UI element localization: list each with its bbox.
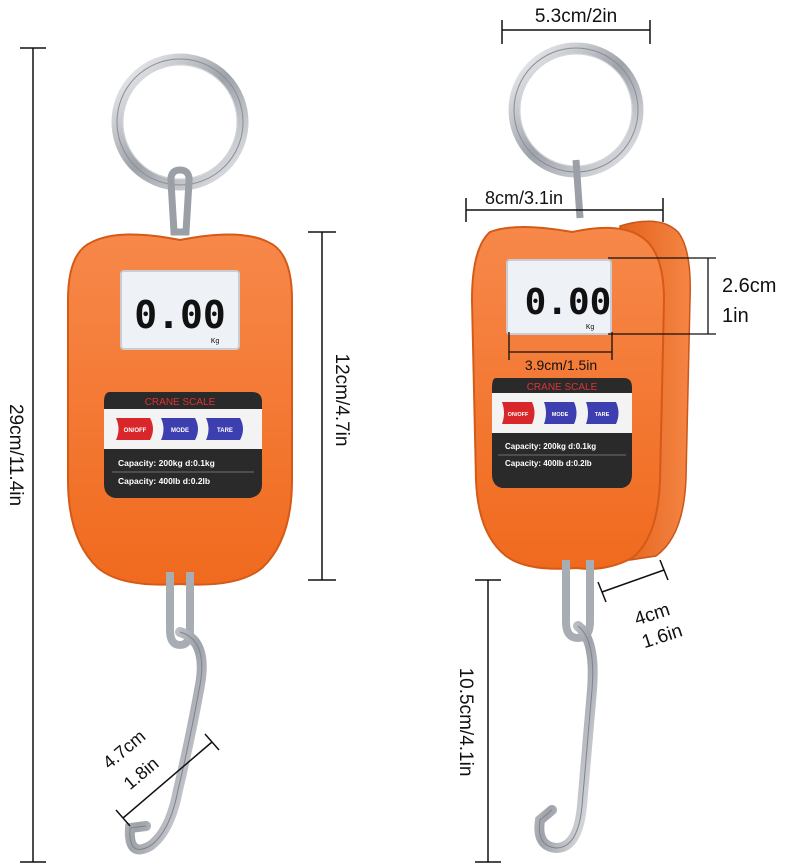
display-width-dimension: 3.9cm/1.5in [508, 332, 613, 373]
capacity-kg-label: Capacity: 200kg d:0.1kg [505, 442, 596, 451]
total-height-label: 29cm/11.4in [5, 404, 26, 506]
capacity-kg-label: Capacity: 200kg d:0.1kg [118, 458, 215, 468]
mode-button-label: MODE [171, 428, 189, 434]
hook-length-dimension: 10.5cm/4.1in [455, 579, 501, 863]
lcd-screen [120, 270, 240, 350]
lcd-unit: Kg [211, 337, 219, 345]
display-width-label: 3.9cm/1.5in [525, 357, 597, 373]
hook-width-dimension: 4.7cm 1.8in [99, 726, 220, 827]
power-button-label: ON/OFF [508, 412, 529, 418]
body-height-dimension: 12cm/4.7in [308, 231, 352, 581]
power-button-label: ON/OFF [124, 428, 147, 434]
front-view-scale: 0.00 Kg CRANE SCALE ON/OFF MODE TARE Cap… [67, 53, 293, 855]
top-shackle [572, 159, 584, 219]
body-height-label: 12cm/4.7in [331, 354, 352, 447]
body-width-label: 8cm/3.1in [485, 188, 563, 208]
panel-title: CRANE SCALE [527, 382, 598, 393]
mode-button[interactable]: MODE [544, 402, 577, 424]
display-height-cm-label: 2.6cm [722, 275, 776, 297]
total-height-dimension: 29cm/11.4in [5, 47, 46, 863]
hanging-ring [111, 53, 249, 191]
power-button[interactable]: ON/OFF [502, 402, 535, 424]
display-height-dimension: 2.6cm 1in [608, 257, 776, 335]
bottom-shackle [562, 560, 594, 643]
ring-width-label: 5.3cm/2in [535, 6, 617, 27]
hook-length-label: 10.5cm/4.1in [455, 668, 476, 777]
mode-button[interactable]: MODE [161, 418, 198, 440]
hook [534, 621, 598, 854]
display-height-in-label: 1in [722, 305, 749, 327]
lcd-reading: 0.00 [134, 293, 226, 337]
lcd-screen [506, 259, 612, 335]
tare-button[interactable]: TARE [206, 418, 243, 440]
lcd-reading: 0.00 [525, 282, 612, 323]
tare-button[interactable]: TARE [586, 402, 619, 424]
ring-width-dimension: 5.3cm/2in [501, 6, 651, 44]
top-shackle [167, 166, 193, 236]
side-view-scale: 0.00 Kg CRANE SCALE ON/OFF MODE TARE Cap… [470, 42, 691, 854]
thickness-dimension: 4cm 1.6in [597, 559, 685, 653]
mode-button-label: MODE [552, 412, 569, 418]
capacity-lb-label: Capacity: 400lb d:0.2lb [505, 459, 592, 468]
power-button[interactable]: ON/OFF [116, 418, 153, 440]
body-width-dimension: 8cm/3.1in [465, 188, 664, 222]
tare-button-label: TARE [595, 412, 610, 418]
hanging-ring [508, 42, 644, 178]
tare-button-label: TARE [217, 428, 233, 434]
capacity-lb-label: Capacity: 400lb d:0.2lb [118, 476, 210, 486]
panel-title: CRANE SCALE [145, 397, 216, 408]
lcd-unit: Kg [586, 323, 594, 331]
